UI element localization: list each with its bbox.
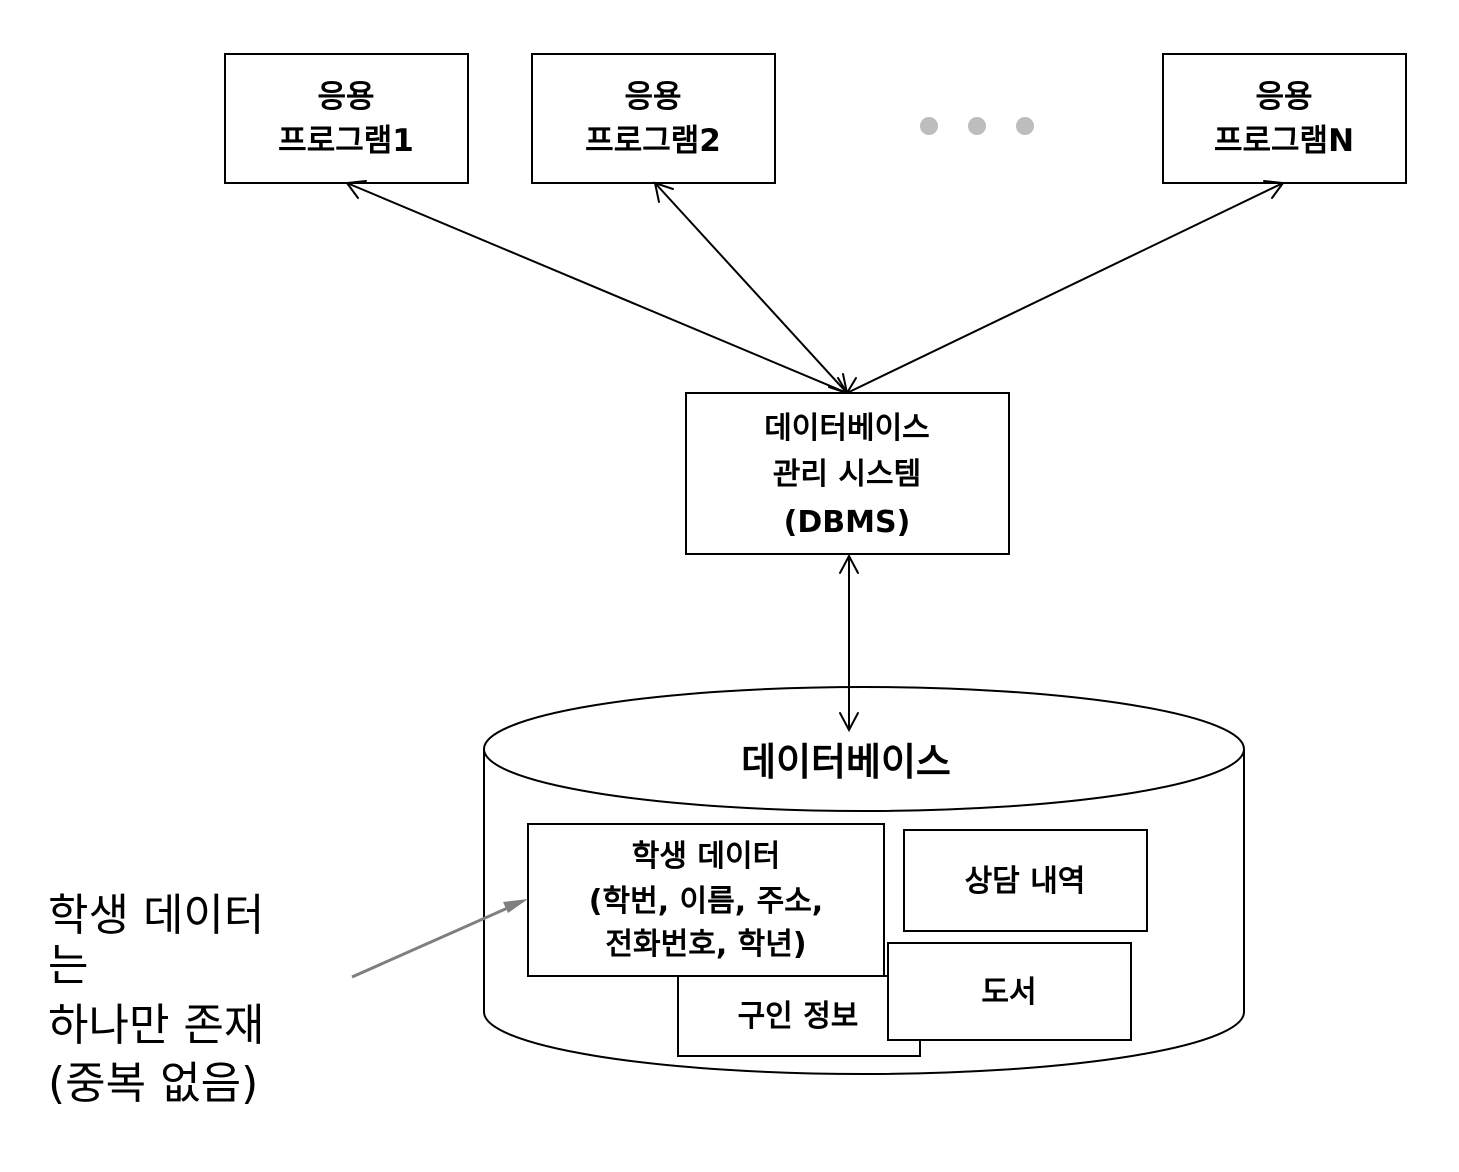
connector-app2-dbms	[653, 181, 849, 395]
database-title: 데이터베이스	[741, 740, 951, 784]
purchase-info-box: 구인 정보	[677, 975, 921, 1057]
annotation-arrowhead	[503, 899, 528, 913]
app-program-1-line1: 응용	[317, 79, 374, 115]
purchase-info-label: 구인 정보	[738, 999, 859, 1034]
app-program-1-line2: 프로그램1	[278, 123, 414, 159]
books-label: 도서	[981, 975, 1036, 1010]
app-program-2-line1: 응용	[624, 79, 681, 115]
dbms-line3: (DBMS)	[784, 505, 911, 540]
app-program-2-box: 응용 프로그램2	[531, 53, 776, 184]
connector-appn-dbms	[845, 180, 1285, 396]
dbms-line2: 관리 시스템	[773, 457, 921, 492]
student-data-line2: (학번, 이름, 주소,	[589, 884, 823, 919]
annotation-line2: 는	[48, 940, 88, 991]
annotation-line4: (중복 없음)	[48, 1058, 258, 1109]
app-program-1-box: 응용 프로그램1	[224, 53, 469, 184]
connector-app1-dbms	[345, 180, 849, 397]
annotation-group: 학생 데이터 는 하나만 존재 (중복 없음)	[48, 890, 528, 1109]
annotation-line3: 하나만 존재	[48, 1000, 264, 1051]
app-program-2-line2: 프로그램2	[585, 123, 721, 159]
app-program-n-box: 응용 프로그램N	[1162, 53, 1407, 184]
annotation-line1: 학생 데이터	[48, 890, 264, 941]
student-data-line1: 학생 데이터	[632, 839, 780, 874]
ellipsis-dot	[968, 117, 986, 135]
dbms-line1: 데이터베이스	[764, 411, 930, 446]
ellipsis-dot	[1016, 117, 1034, 135]
counseling-history-box: 상담 내역	[903, 829, 1148, 932]
student-data-line3: 전화번호, 학년)	[605, 927, 806, 962]
connector-dbms-database	[839, 553, 859, 733]
ellipsis-dot	[920, 117, 938, 135]
app-program-n-line2: 프로그램N	[1214, 123, 1354, 159]
dbms-box: 데이터베이스 관리 시스템 (DBMS)	[685, 392, 1010, 555]
app-program-n-line1: 응용	[1255, 79, 1312, 115]
annotation-arrow	[351, 904, 513, 979]
ellipsis-dots	[920, 117, 1034, 135]
student-data-box: 학생 데이터 (학번, 이름, 주소, 전화번호, 학년)	[527, 823, 885, 977]
books-box: 도서	[887, 942, 1132, 1041]
counseling-history-label: 상담 내역	[965, 864, 1086, 899]
